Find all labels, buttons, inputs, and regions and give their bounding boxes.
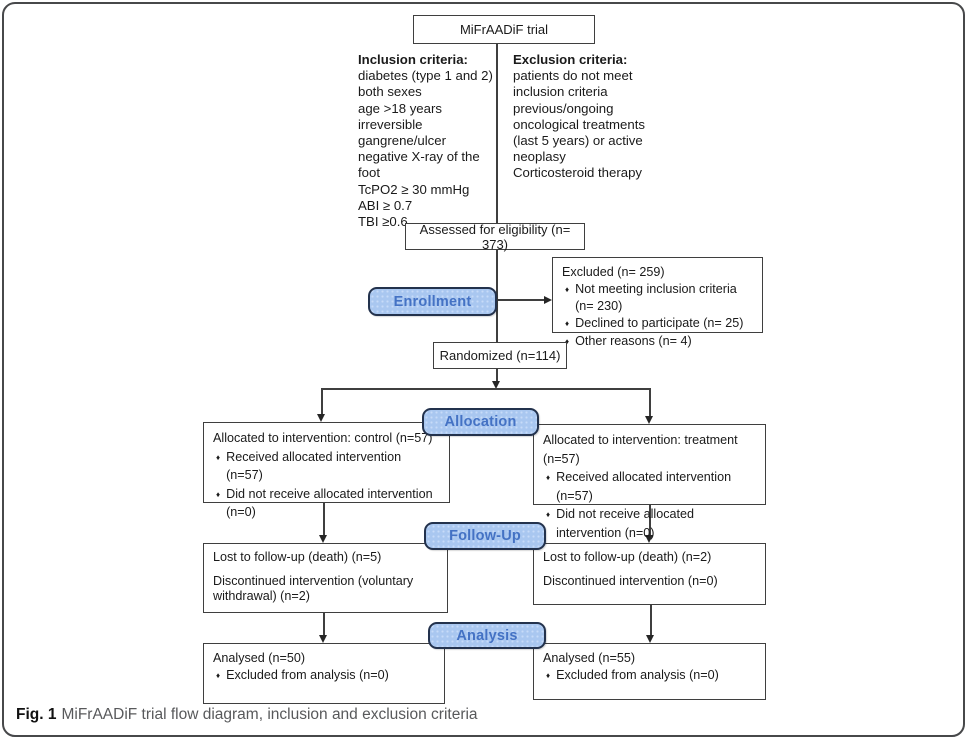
figure-caption-label: Fig. 1 <box>16 706 57 723</box>
criteria-line: irreversible <box>358 116 423 132</box>
connector-assessed-to-randomized <box>496 250 498 342</box>
criteria-line: neoplasy <box>513 149 566 165</box>
analysis-bullet: ♦ Excluded from analysis (n=0) <box>543 667 756 685</box>
diamond-bullet-icon: ♦ <box>565 285 570 294</box>
connector-followup-to-analysis-left <box>323 613 325 636</box>
connector-enrollment-to-excluded <box>497 299 545 301</box>
arrow-down-icon <box>646 635 654 643</box>
inclusion-criteria: Inclusion criteria: diabetes (type 1 and… <box>358 52 500 230</box>
criteria-line: age >18 years <box>358 100 442 116</box>
bullet-text: Did not receive allocated intervention (… <box>556 507 695 540</box>
allocation-control-box: Allocated to intervention: control (n=57… <box>203 422 450 519</box>
criteria-line: TBI ≥0.6 <box>358 214 408 230</box>
excluded-bullet: ♦ Declined to participate (n= 25) <box>562 315 753 333</box>
inclusion-heading: Inclusion criteria: <box>358 52 468 67</box>
criteria-line: Corticosteroid therapy <box>513 165 643 181</box>
diamond-bullet-icon: ♦ <box>546 510 551 519</box>
connector-followup-to-analysis-right <box>650 605 652 636</box>
criteria-line: oncological treatments <box>513 116 645 132</box>
allocation-bullet: ♦ Did not receive allocated intervention… <box>213 485 440 522</box>
stage-allocation-badge: Allocation <box>422 408 539 436</box>
connector-branch-left <box>321 388 323 415</box>
excluded-bullet: ♦ Not meeting inclusion criteria (n= 230… <box>562 281 753 315</box>
arrow-down-icon <box>319 535 327 543</box>
diamond-bullet-icon: ♦ <box>546 473 551 482</box>
trial-title: MiFrAADiF trial <box>459 22 549 37</box>
arrow-down-icon <box>645 535 653 543</box>
arrow-down-icon <box>319 635 327 643</box>
arrow-right-icon <box>544 296 552 304</box>
analysis-treatment-title: Analysed (n=55) <box>543 651 636 665</box>
criteria-line: both sexes <box>358 84 422 100</box>
analysis-bullet: ♦ Excluded from analysis (n=0) <box>213 667 435 685</box>
excluded-title: Excluded (n= 259) <box>562 265 665 279</box>
allocation-treatment-box: Allocated to intervention: treatment (n=… <box>533 424 766 540</box>
analysis-control-box: Analysed (n=50) ♦ Excluded from analysis… <box>203 643 445 704</box>
figure-caption-text: MiFrAADiF trial flow diagram, inclusion … <box>61 706 478 723</box>
connector-title-to-assessed <box>496 44 498 223</box>
exclusion-heading: Exclusion criteria: <box>513 52 628 67</box>
exclusion-criteria: Exclusion criteria: patients do not meet… <box>513 52 673 182</box>
arrow-down-icon <box>492 381 500 389</box>
followup-control-line2: Discontinued intervention (voluntary wit… <box>213 573 414 604</box>
diamond-bullet-icon: ♦ <box>216 452 221 462</box>
bullet-text: Declined to participate (n= 25) <box>575 316 744 330</box>
followup-treatment-line2: Discontinued intervention (n=0) <box>543 573 718 588</box>
bullet-text: Excluded from analysis (n=0) <box>556 668 719 682</box>
bullet-text: Received allocated intervention (n=57) <box>556 470 732 503</box>
bullet-text: Excluded from analysis (n=0) <box>226 668 389 682</box>
diamond-bullet-icon: ♦ <box>565 337 570 346</box>
randomized-box: Randomized (n=114) <box>433 342 567 369</box>
stage-followup-label: Follow-Up <box>449 528 521 544</box>
criteria-line: ABI ≥ 0.7 <box>358 197 413 213</box>
followup-control-box: Lost to follow-up (death) (n=5) Disconti… <box>203 543 448 613</box>
stage-followup-badge: Follow-Up <box>424 522 546 550</box>
allocation-bullet: ♦ Did not receive allocated intervention… <box>543 505 756 542</box>
criteria-line: inclusion criteria <box>513 84 608 100</box>
connector-branch-horizontal <box>321 388 651 390</box>
connector-branch-right <box>649 388 651 417</box>
allocation-bullet: ♦ Received allocated intervention (n=57) <box>213 448 440 485</box>
bullet-text: Other reasons (n= 4) <box>575 334 692 348</box>
criteria-line: diabetes (type 1 and 2) <box>358 68 493 84</box>
stage-allocation-label: Allocation <box>444 414 517 430</box>
allocation-treatment-title: Allocated to intervention: treatment (n=… <box>543 433 738 466</box>
stage-analysis-badge: Analysis <box>428 622 546 649</box>
allocation-bullet: ♦ Received allocated intervention (n=57) <box>543 468 756 505</box>
arrow-down-icon <box>645 416 653 424</box>
stage-analysis-label: Analysis <box>456 627 518 644</box>
criteria-line: negative X-ray of the foot <box>358 149 480 181</box>
connector-alloc-to-followup-left <box>323 503 325 536</box>
stage-enrollment-label: Enrollment <box>393 293 472 310</box>
followup-control-line1: Lost to follow-up (death) (n=5) <box>213 550 382 564</box>
trial-title-box: MiFrAADiF trial <box>413 15 595 44</box>
followup-treatment-box: Lost to follow-up (death) (n=2) Disconti… <box>533 543 766 605</box>
excluded-box: Excluded (n= 259) ♦ Not meeting inclusio… <box>552 257 763 348</box>
diamond-bullet-icon: ♦ <box>546 671 551 680</box>
criteria-line: patients do not meet <box>513 68 633 84</box>
connector-randomized-down <box>496 369 498 383</box>
bullet-text: Received allocated intervention (n=57) <box>226 449 402 483</box>
assessed-box: Assessed for eligibility (n= 373) <box>405 221 585 252</box>
analysis-control-title: Analysed (n=50) <box>213 651 306 665</box>
excluded-bullet: ♦ Other reasons (n= 4) <box>562 333 753 351</box>
analysis-treatment-box: Analysed (n=55) ♦ Excluded from analysis… <box>533 643 766 700</box>
criteria-line: previous/ongoing <box>513 100 614 116</box>
connector-alloc-to-followup-right <box>649 505 651 536</box>
bullet-text: Did not receive allocated intervention (… <box>226 486 433 520</box>
diamond-bullet-icon: ♦ <box>216 489 221 499</box>
bullet-text: Not meeting inclusion criteria (n= 230) <box>575 282 737 313</box>
stage-enrollment-badge: Enrollment <box>368 287 497 316</box>
arrow-down-icon <box>317 414 325 422</box>
followup-treatment-line1: Lost to follow-up (death) (n=2) <box>543 550 712 564</box>
allocation-control-title: Allocated to intervention: control (n=57… <box>213 431 433 445</box>
diamond-bullet-icon: ♦ <box>216 671 221 680</box>
randomized-text: Randomized (n=114) <box>439 348 561 363</box>
assessed-text: Assessed for eligibility (n= 373) <box>419 221 571 252</box>
criteria-line: gangrene/ulcer <box>358 133 446 149</box>
diamond-bullet-icon: ♦ <box>565 319 570 328</box>
criteria-line: TcPO2 ≥ 30 mmHg <box>358 181 470 197</box>
criteria-line: (last 5 years) or active <box>513 133 643 149</box>
